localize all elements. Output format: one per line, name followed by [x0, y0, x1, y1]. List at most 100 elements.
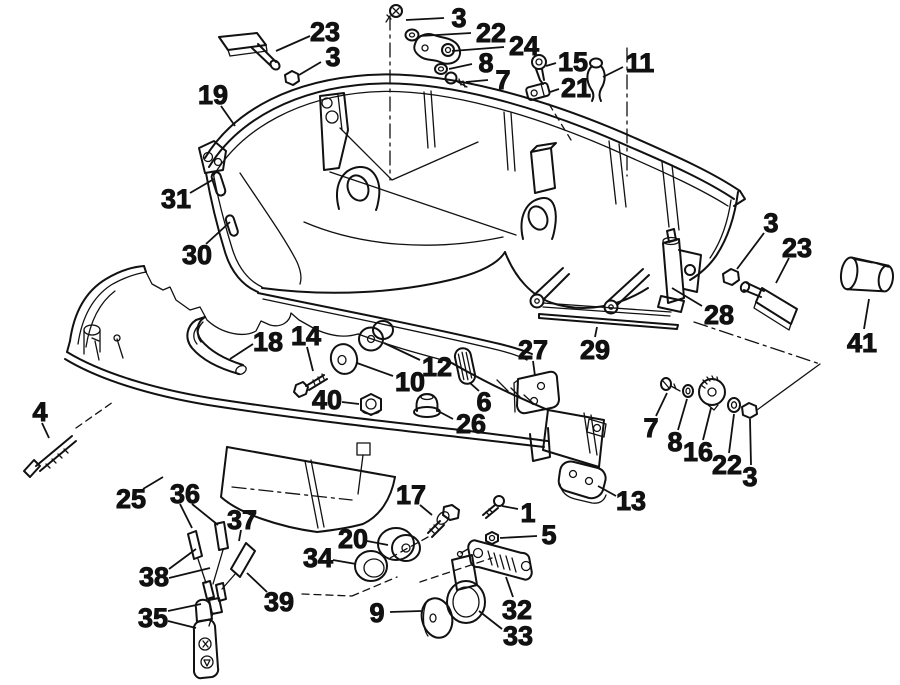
- leader-line-24: [451, 46, 505, 52]
- part-32-link: [467, 539, 533, 581]
- callout-label-32-39: 32: [502, 595, 532, 625]
- leader-line-21: [549, 88, 560, 93]
- callout-label-3-46: 3: [742, 462, 757, 492]
- leader-line-22: [728, 413, 735, 454]
- callout-label-15-7: 15: [558, 47, 588, 77]
- leader-line-32: [505, 576, 514, 598]
- part-4-bolt: [23, 435, 77, 478]
- part-33-clamp: [446, 548, 486, 624]
- callout-label-29-17: 29: [580, 335, 610, 365]
- leader-line-28: [671, 287, 703, 307]
- part-15-screw: [531, 54, 547, 85]
- part-7-screw-top: [444, 71, 468, 88]
- leader-line-40: [341, 401, 360, 405]
- part-41-cylinder: [839, 256, 894, 293]
- callout-label-14-20: 14: [291, 321, 321, 351]
- leader-line-35: [167, 620, 197, 629]
- lower-cover-drawing: [64, 265, 607, 533]
- callout-label-34-37: 34: [303, 543, 333, 573]
- part-28-latch-drawing: [657, 228, 702, 313]
- callout-label-5-35: 5: [541, 520, 556, 550]
- part-23-handle-left: [218, 32, 281, 71]
- callout-label-10-22: 10: [395, 367, 425, 397]
- part-1-bolt: [482, 495, 505, 519]
- leader-line-8: [448, 63, 473, 70]
- callout-label-1-34: 1: [520, 498, 535, 528]
- rim-end-hole: [202, 151, 214, 163]
- callout-label-23-1: 23: [310, 17, 340, 47]
- leader-line-26: [437, 410, 454, 420]
- leader-line-41: [863, 298, 870, 330]
- callout-label-26-24: 26: [456, 409, 486, 439]
- callout-label-7-6: 7: [495, 65, 510, 95]
- leader-line-36: [179, 503, 193, 529]
- leader-line-36: [191, 503, 219, 526]
- part-23-handle-right: [739, 281, 798, 331]
- small-parts: [23, 4, 894, 680]
- part-35-connector-block: [192, 598, 220, 680]
- callout-label-41-15: 41: [847, 328, 877, 358]
- callout-label-30-12: 30: [182, 240, 212, 270]
- drain-tab: [356, 442, 371, 456]
- part-3-nut-right: [722, 268, 740, 286]
- part-24-bracket: [413, 33, 462, 65]
- leader-line-3: [405, 17, 445, 21]
- part-8-washer-top: [434, 63, 448, 75]
- part-22-washer-lower: [727, 397, 741, 413]
- upper-cover-drawing: [198, 73, 746, 361]
- leader-line-23: [275, 35, 311, 52]
- part-34-ring: [354, 550, 388, 582]
- callout-label-33-40: 33: [503, 621, 533, 651]
- leader-line-39: [246, 572, 268, 593]
- part-31-strip: [210, 171, 227, 197]
- part-22-washer-top: [404, 28, 420, 42]
- callout-label-9-38: 9: [369, 598, 384, 628]
- wire-harness: [187, 521, 256, 627]
- leader-line-14: [306, 346, 314, 372]
- interior-post: [83, 324, 101, 336]
- callout-label-8-43: 8: [667, 427, 682, 457]
- part-16-cam: [698, 375, 726, 411]
- part-3-nut-lower: [741, 402, 758, 419]
- part-26-grommet: [413, 393, 441, 418]
- latch-link-arms: [529, 267, 672, 317]
- callout-label-13-41: 13: [616, 486, 646, 516]
- callout-label-3-0: 3: [451, 3, 466, 33]
- callout-label-22-45: 22: [712, 450, 742, 480]
- leader-line-9: [389, 610, 422, 613]
- callout-label-37-29: 37: [227, 505, 257, 535]
- leader-line-3: [736, 232, 765, 270]
- part-27-plate: [513, 370, 560, 415]
- part-12-grommet: [358, 320, 394, 352]
- leader-line-6: [469, 382, 480, 392]
- leader-line-31: [189, 178, 215, 194]
- leader-line-18: [229, 343, 254, 360]
- leader-line-7: [655, 392, 668, 417]
- callout-label-22-3: 22: [476, 18, 506, 48]
- part-10-washer: [329, 343, 359, 375]
- part-3-nut-left: [284, 70, 300, 86]
- callout-label-25-27: 25: [116, 484, 146, 514]
- part-3-screw-top: [385, 4, 403, 23]
- leader-line-27: [532, 360, 536, 377]
- callout-label-18-19: 18: [253, 327, 283, 357]
- leader-line-29: [594, 326, 598, 338]
- callout-label-40-23: 40: [312, 385, 342, 415]
- leader-line-11: [602, 66, 624, 78]
- part-11-pin: [586, 57, 606, 102]
- leader-line-35: [167, 603, 202, 612]
- leader-line-38: [168, 567, 211, 579]
- leader-line-4: [41, 422, 50, 439]
- leader-line-33: [478, 610, 503, 630]
- leader-line-37: [238, 529, 242, 542]
- part-13-pad: [557, 460, 607, 504]
- leader-line-15: [545, 62, 557, 67]
- part-17-bolt: [427, 504, 460, 538]
- callout-label-36-28: 36: [170, 479, 200, 509]
- callout-label-38-30: 38: [139, 562, 169, 592]
- part-29-rod-drawing: [538, 313, 679, 330]
- callout-label-20-36: 20: [338, 524, 368, 554]
- leader-line-22: [419, 32, 472, 37]
